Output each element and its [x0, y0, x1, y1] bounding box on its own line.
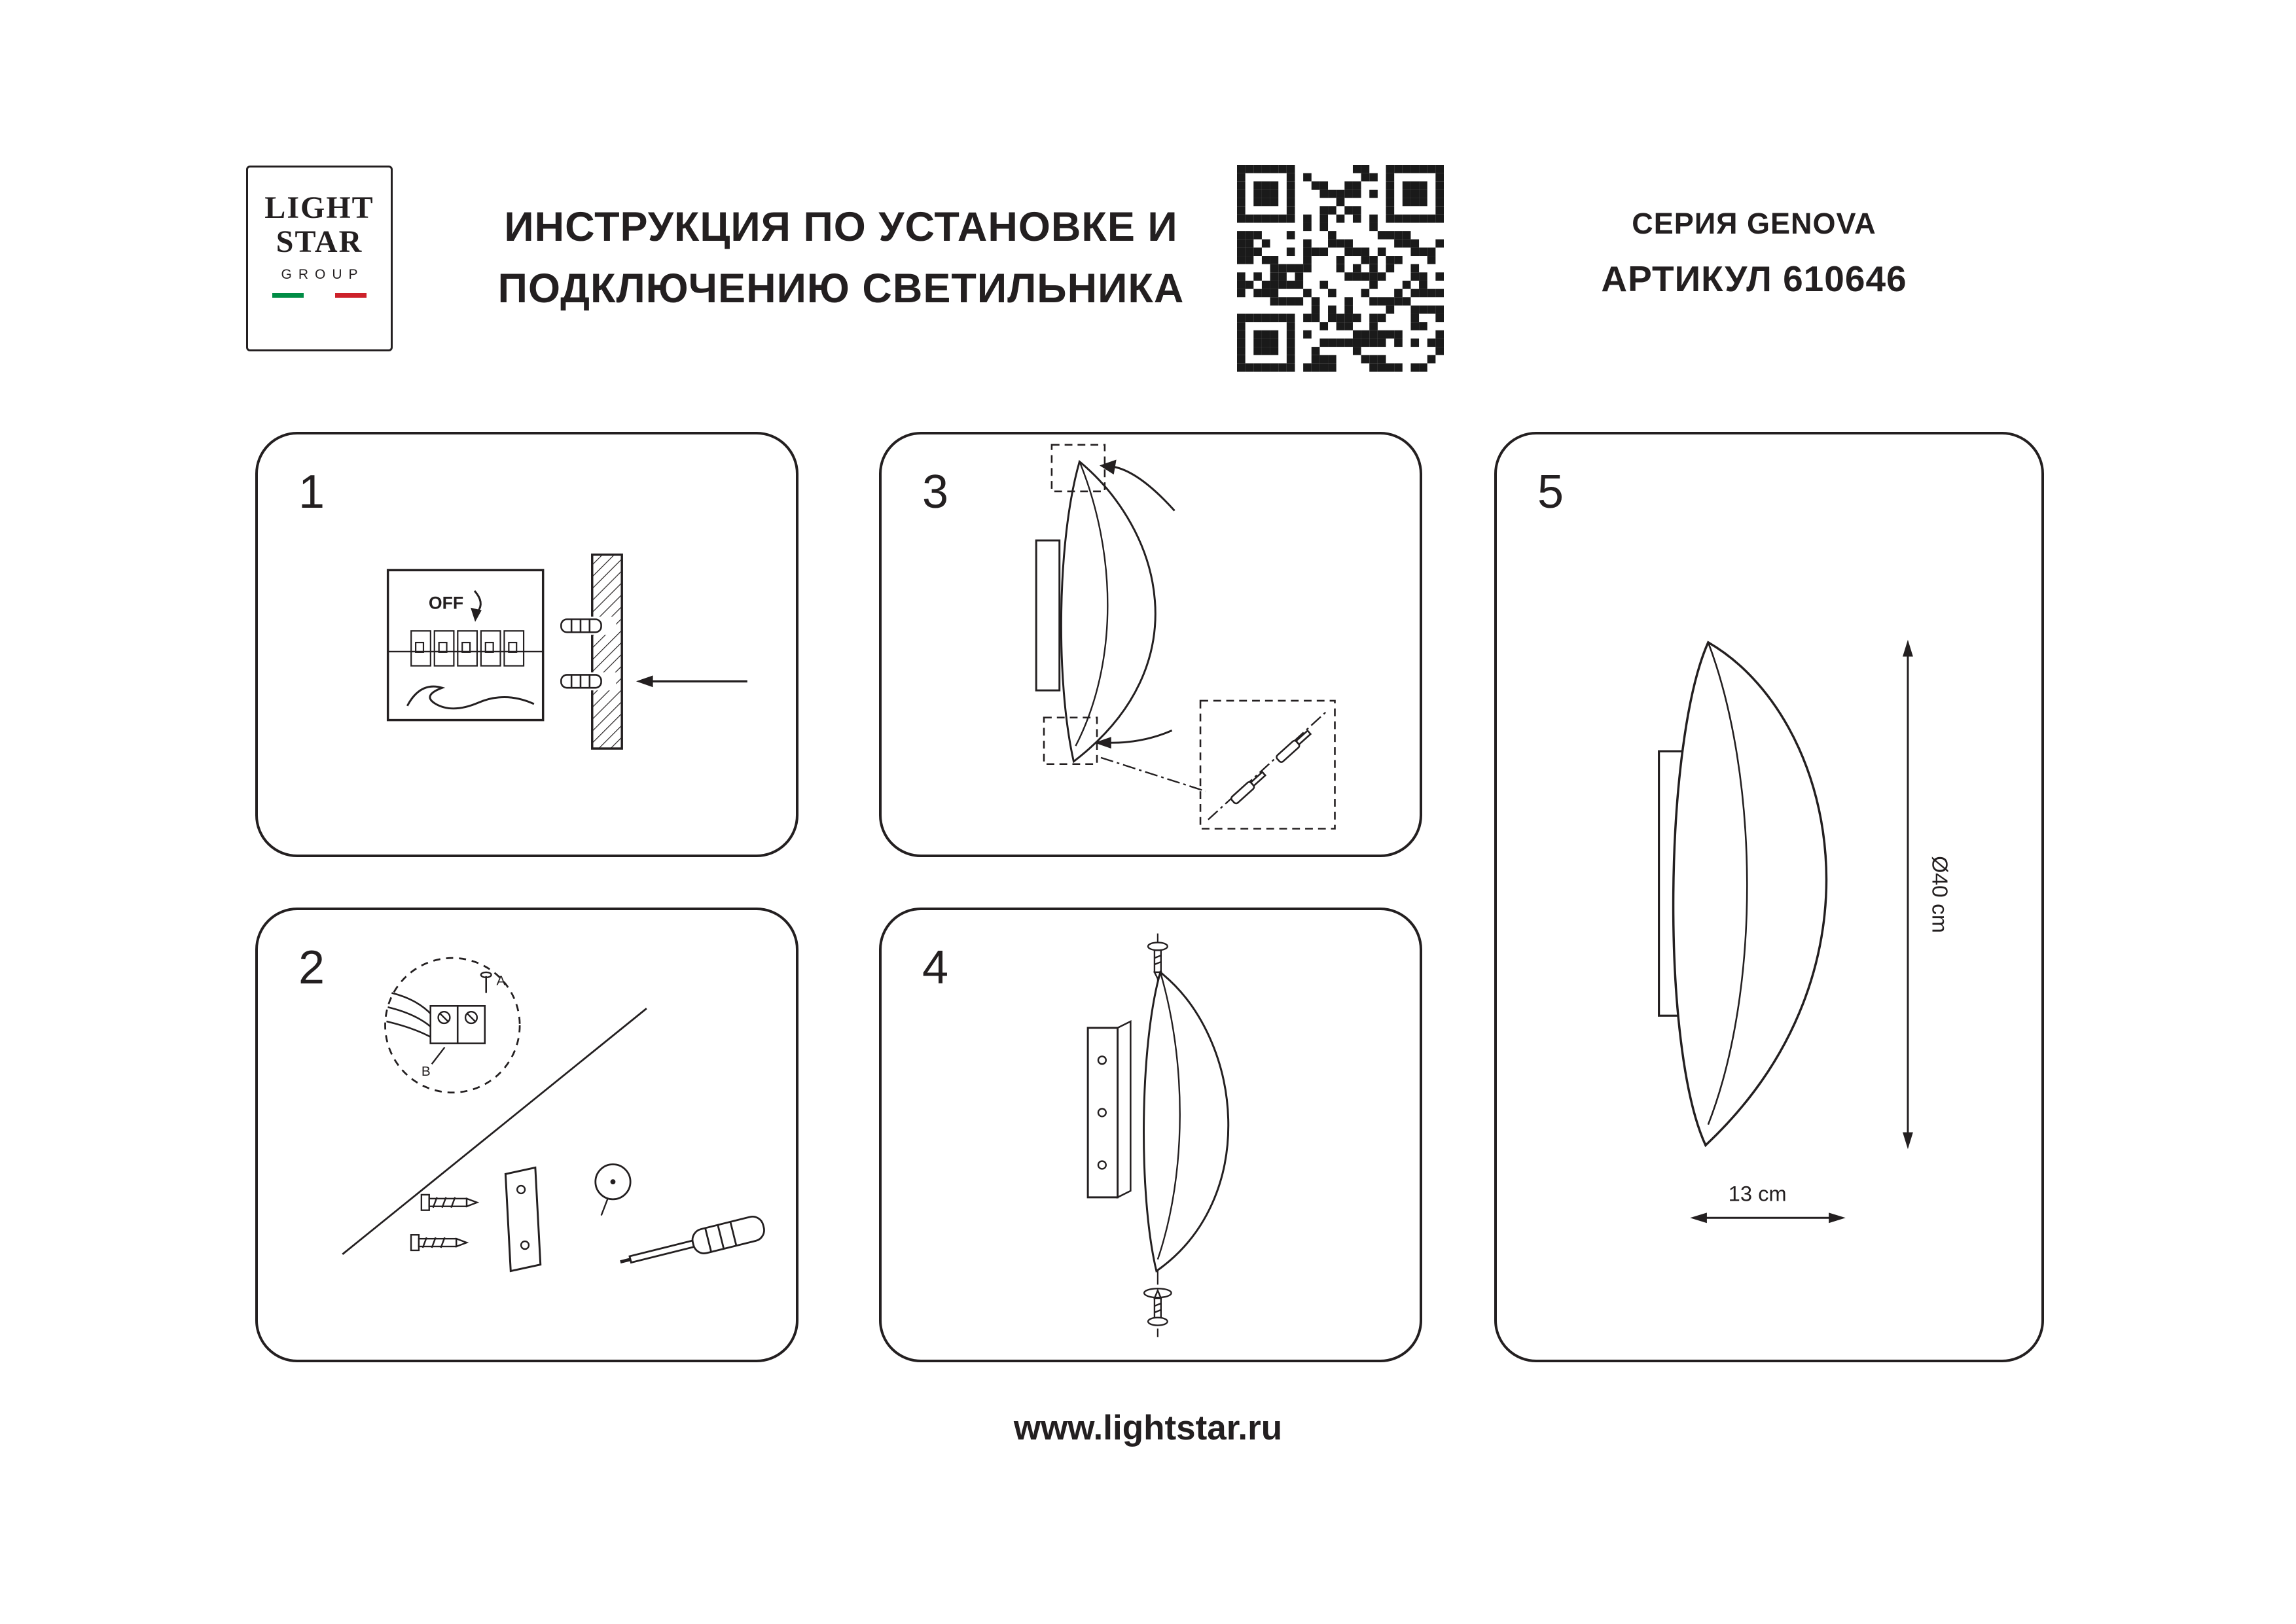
lamp-shade-icon — [1672, 641, 1828, 1148]
cable-icon — [406, 685, 535, 710]
step-3-number: 3 — [922, 466, 949, 518]
step-1-number: 1 — [298, 466, 325, 518]
terminal-a-label: A — [497, 974, 506, 989]
logo-word-group: GROUP — [281, 267, 365, 282]
wall-plate-icon — [1035, 539, 1061, 692]
height-dimension-arrow — [1903, 639, 1913, 1150]
top-screw-icon — [1147, 942, 1168, 981]
flag-white-segment — [304, 293, 335, 298]
step-2-panel: 2 — [255, 908, 798, 1362]
title-line-2: ПОДКЛЮЧЕНИЮ СВЕТИЛЬНИКА — [497, 266, 1185, 311]
series-label: СЕРИЯ GENOVA — [1632, 207, 1876, 240]
logo-word-light: LIGHT — [264, 190, 374, 225]
fuse-box-icon — [386, 569, 545, 722]
mounting-bracket-icon — [504, 1166, 542, 1273]
wall-edge-line — [342, 1008, 647, 1255]
flag-green-segment — [272, 293, 304, 298]
step-4-number: 4 — [922, 942, 949, 994]
bottom-clip-arrow-icon — [1108, 730, 1173, 744]
step-1-diagram: OFF — [386, 553, 747, 750]
depth-dimension-arrow — [1690, 1212, 1846, 1224]
step-1-panel: 1 — [255, 432, 798, 857]
article-label: АРТИКУЛ 610646 — [1601, 258, 1907, 299]
terminal-b-label: B — [422, 1064, 431, 1079]
screw-icon — [410, 1193, 480, 1252]
connector-detail-icon — [1199, 699, 1336, 830]
step-5-diagram: Ø40 cm 13 cm — [1658, 639, 1952, 1224]
step-2-diagram: A B — [342, 957, 765, 1273]
logo-word-star: STAR — [276, 224, 363, 259]
step-3-panel: 3 — [879, 432, 1422, 857]
lamp-shade-icon — [1060, 459, 1157, 764]
top-clip-arrow-icon — [1113, 465, 1175, 512]
cover-cap-icon — [594, 1163, 632, 1216]
bottom-screw-icon — [1143, 1288, 1172, 1326]
off-label: OFF — [429, 593, 463, 613]
step-2-number: 2 — [298, 942, 325, 994]
depth-dimension-label: 13 cm — [1729, 1182, 1787, 1206]
step-3-diagram — [1035, 444, 1336, 830]
website-url: www.lightstar.ru — [1013, 1409, 1283, 1447]
flag-red-segment — [335, 293, 367, 298]
qr-code — [1237, 165, 1444, 372]
lamp-shade-icon — [1143, 970, 1230, 1273]
product-info: СЕРИЯ GENOVA АРТИКУЛ 610646 — [1525, 207, 1983, 300]
mounting-bracket-icon — [1086, 1019, 1132, 1199]
off-arrow-icon — [473, 590, 482, 612]
step-5-number: 5 — [1537, 466, 1564, 518]
title-line-1: ИНСТРУКЦИЯ ПО УСТАНОВКЕ И — [504, 204, 1178, 250]
height-dimension-label: Ø40 cm — [1928, 856, 1952, 933]
step-5-panel: 5 Ø40 cm 13 cm — [1494, 432, 2044, 1362]
step-4-panel: 4 — [879, 908, 1422, 1362]
italian-flag-stripe — [248, 293, 391, 298]
lightstar-logo: LIGHT STAR GROUP — [246, 166, 393, 351]
page-title: ИНСТРУКЦИЯ ПО УСТАНОВКЕ И ПОДКЛЮЧЕНИЮ СВ… — [406, 196, 1276, 319]
screwdriver-icon — [620, 1216, 765, 1264]
wall-section-icon — [560, 553, 747, 750]
dowel-icon — [560, 618, 602, 689]
step-4-diagram — [1086, 933, 1230, 1337]
